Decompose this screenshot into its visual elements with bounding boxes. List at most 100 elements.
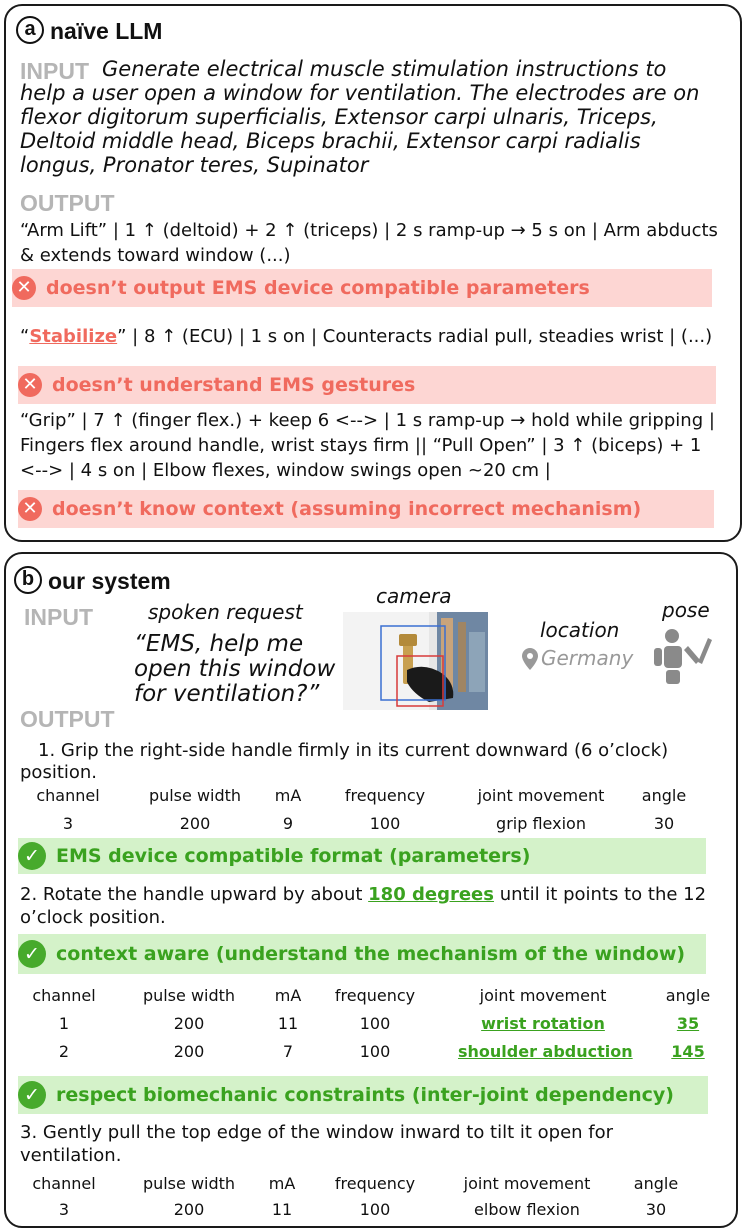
success-text: context aware (understand the mechanism … <box>56 943 686 965</box>
table-cell-highlight: 145 <box>671 1042 705 1061</box>
table-header: mA <box>274 786 302 805</box>
table-header: channel <box>32 986 96 1005</box>
table-cell: elbow flexion <box>474 1200 580 1219</box>
panel-a-badge: a <box>16 16 44 44</box>
step3-line: ventilation. <box>20 1145 122 1166</box>
step2-line: 2. Rotate the handle upward by about 180… <box>20 884 707 905</box>
table-cell-highlight: shoulder abduction <box>458 1042 633 1061</box>
table-cell: 11 <box>277 1014 299 1033</box>
table-header: pulse width <box>142 1174 236 1193</box>
error-text: doesn’t know context (assuming incorrect… <box>52 498 642 520</box>
table-cell: 30 <box>645 1200 667 1219</box>
table-cell: 100 <box>369 814 401 833</box>
location-pin-icon <box>522 648 538 670</box>
table-cell-highlight: wrist rotation <box>481 1014 605 1033</box>
table-header: joint movement <box>479 986 607 1005</box>
output-line: & extends toward window (...) <box>20 245 291 266</box>
output-line: “Stabilize” | 8 ↑ (ECU) | 1 s on | Count… <box>20 326 713 347</box>
error-banner: ✕ doesn’t output EMS device compatible p… <box>12 269 712 307</box>
output-line: “Arm Lift” | 1 ↑ (deltoid) + 2 ↑ (tricep… <box>20 220 718 241</box>
output-label: OUTPUT <box>20 190 115 216</box>
table-cell: 9 <box>282 814 294 833</box>
table-header: channel <box>32 1174 96 1193</box>
table-header: channel <box>36 786 100 805</box>
table-cell: 3 <box>62 814 74 833</box>
location-value: Germany <box>541 646 634 670</box>
success-banner: ✓ EMS device compatible format (paramete… <box>18 838 706 874</box>
success-text: EMS device compatible format (parameters… <box>56 845 531 867</box>
table-header: pulse width <box>148 786 242 805</box>
table-header: angle <box>633 1174 679 1193</box>
table-cell: grip flexion <box>496 814 586 833</box>
table-cell: 2 <box>58 1042 70 1061</box>
panel-naive-llm: a naïve LLM INPUT Generate electrical mu… <box>4 4 742 542</box>
table-header: frequency <box>344 786 426 805</box>
table-header: joint movement <box>477 786 605 805</box>
success-text: respect biomechanic constraints (inter-j… <box>56 1084 674 1106</box>
step2-line: o’clock position. <box>20 907 166 928</box>
panel-b-badge: b <box>14 566 42 594</box>
camera-image <box>343 612 488 710</box>
panel-our-system: b our system INPUT spoken request “EMS, … <box>4 552 738 1228</box>
x-circle-icon: ✕ <box>18 373 42 397</box>
table-header: frequency <box>334 1174 416 1193</box>
table-cell: 200 <box>173 1014 205 1033</box>
table-cell: 200 <box>173 1200 205 1219</box>
table-cell: 11 <box>271 1200 293 1219</box>
spoken-request-line: open this window <box>134 656 336 682</box>
table-cell: 200 <box>179 814 211 833</box>
highlight-stabilize: Stabilize <box>29 326 118 347</box>
table-header: mA <box>274 986 302 1005</box>
pose-label: pose <box>662 598 710 622</box>
highlight-180-degrees: 180 degrees <box>368 884 494 905</box>
step1-line: position. <box>20 762 98 783</box>
table-header: angle <box>641 786 687 805</box>
spoken-request-label: spoken request <box>148 600 303 624</box>
table-cell: 30 <box>653 814 675 833</box>
table-cell: 100 <box>359 1042 391 1061</box>
error-text: doesn’t understand EMS gestures <box>52 374 416 396</box>
success-banner: ✓ context aware (understand the mechanis… <box>18 934 706 974</box>
table-header: mA <box>268 1174 296 1193</box>
table-header: frequency <box>334 986 416 1005</box>
output-line: <--> | 4 s on | Elbow flexes, window swi… <box>20 460 551 481</box>
x-circle-icon: ✕ <box>18 497 42 521</box>
table-header: pulse width <box>142 986 236 1005</box>
error-text: doesn’t output EMS device compatible par… <box>46 277 590 299</box>
input-line: Deltoid middle head, Biceps brachii, Ext… <box>20 129 641 153</box>
input-line: Generate electrical muscle stimulation i… <box>102 57 667 81</box>
success-banner: ✓ respect biomechanic constraints (inter… <box>18 1076 708 1114</box>
panel-b-title: our system <box>48 568 171 594</box>
step3-line: 3. Gently pull the top edge of the windo… <box>20 1122 614 1143</box>
table-cell: 200 <box>173 1042 205 1061</box>
input-line: flexor digitorum superficialis, Extensor… <box>20 105 658 129</box>
step1-line: 1. Grip the right-side handle firmly in … <box>38 740 669 761</box>
output-label: OUTPUT <box>20 706 115 732</box>
error-banner: ✕ doesn’t understand EMS gestures <box>18 366 716 404</box>
check-circle-icon: ✓ <box>18 1081 46 1109</box>
spoken-request-line: “EMS, help me <box>134 631 304 657</box>
output-line: “Grip” | 7 ↑ (finger flex.) + keep 6 <--… <box>20 410 715 431</box>
x-circle-icon: ✕ <box>12 276 36 300</box>
table-header: joint movement <box>463 1174 591 1193</box>
input-label: INPUT <box>24 604 93 630</box>
panel-a-title: naïve LLM <box>50 18 163 44</box>
table-cell: 7 <box>282 1042 294 1061</box>
table-cell: 100 <box>359 1014 391 1033</box>
check-circle-icon: ✓ <box>18 940 46 968</box>
pose-figure-icon <box>654 629 712 684</box>
camera-label: camera <box>376 584 452 608</box>
spoken-request-line: for ventilation?” <box>134 681 320 707</box>
check-circle-icon: ✓ <box>18 842 46 870</box>
output-line: Fingers flex around handle, wrist stays … <box>20 435 702 456</box>
input-line: help a user open a window for ventilatio… <box>20 81 700 105</box>
location-label: location <box>540 618 620 642</box>
error-banner: ✕ doesn’t know context (assuming incorre… <box>18 490 714 528</box>
table-cell-highlight: 35 <box>676 1014 700 1033</box>
input-line: longus, Pronator teres, Supinator <box>20 153 369 177</box>
table-cell: 3 <box>58 1200 70 1219</box>
table-cell: 100 <box>359 1200 391 1219</box>
input-label: INPUT <box>20 58 89 84</box>
table-header: angle <box>665 986 711 1005</box>
table-cell: 1 <box>58 1014 70 1033</box>
